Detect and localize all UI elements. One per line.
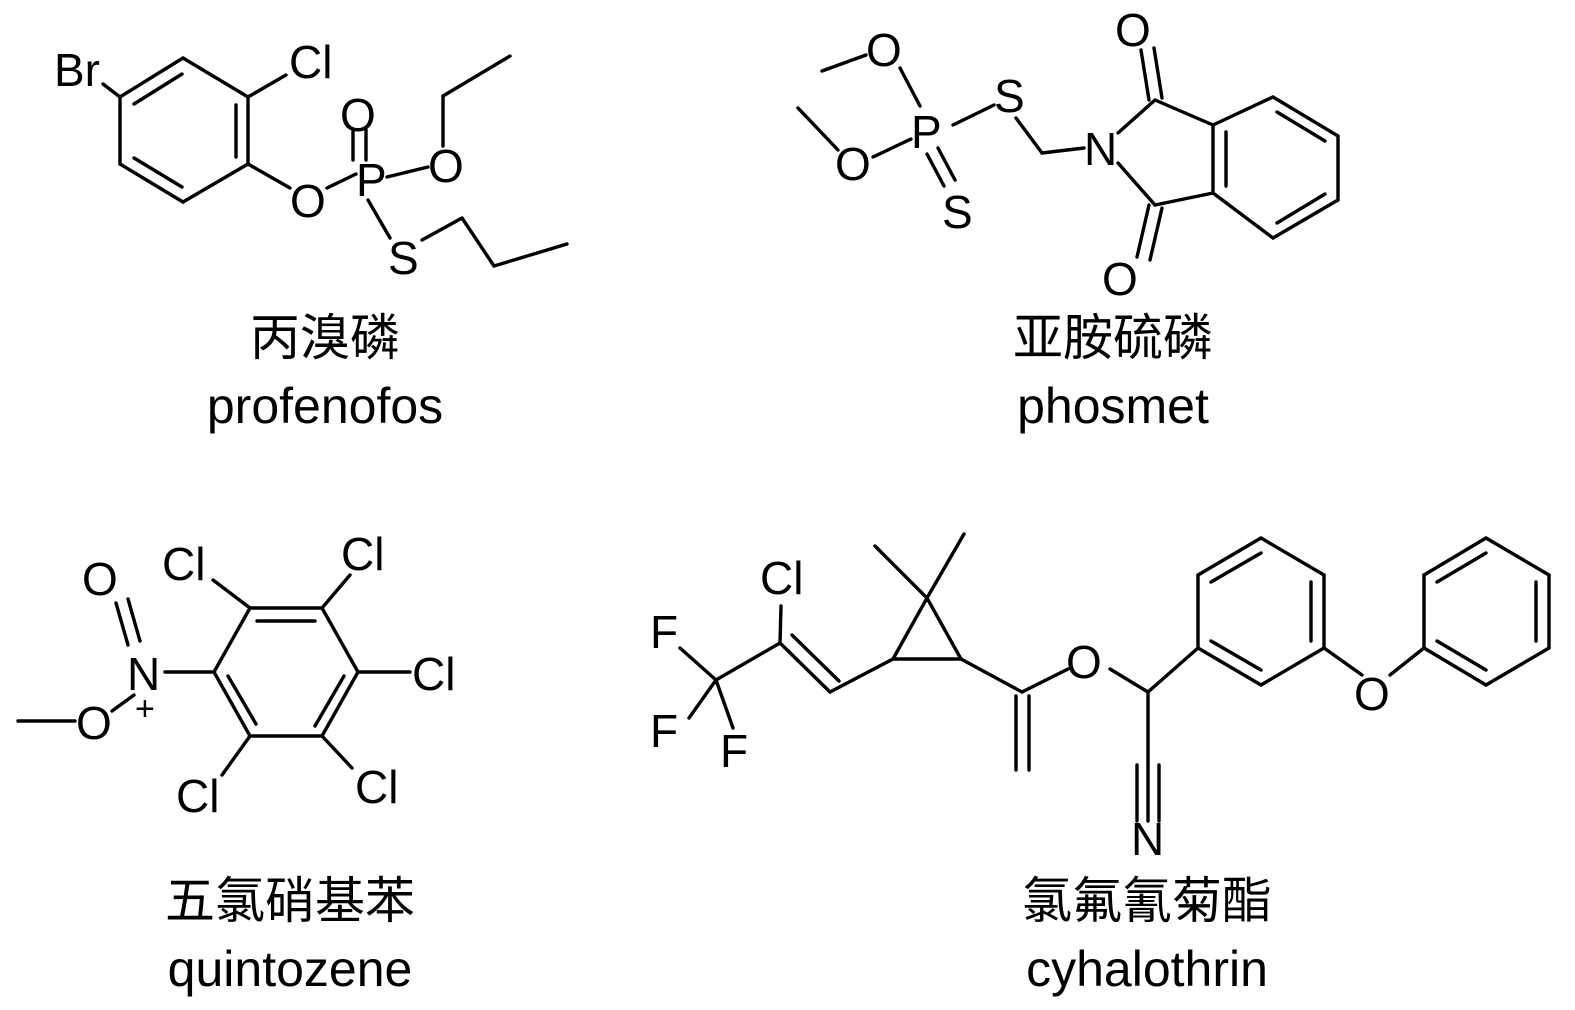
profenofos-bonds bbox=[101, 54, 569, 268]
phosmet-s-thione-label: S bbox=[942, 186, 973, 238]
profenofos-english-name: profenofos bbox=[207, 378, 443, 434]
phosmet-english-name: phosmet bbox=[1017, 378, 1209, 434]
phosmet-structure: O O P S S N O O 亚胺硫磷 phosmet bbox=[796, 4, 1340, 434]
profenofos-p-label: P bbox=[356, 154, 387, 206]
phosmet-n-label: N bbox=[1084, 123, 1117, 175]
profenofos-chinese-name: 丙溴磷 bbox=[250, 309, 400, 367]
phosmet-o-methoxy2-label: O bbox=[835, 138, 871, 190]
cyhalothrin-f1-label: F bbox=[650, 606, 678, 658]
quintozene-o-nitro-label: O bbox=[82, 553, 118, 605]
quintozene-bonds bbox=[16, 573, 412, 777]
profenofos-o-ethoxy-label: O bbox=[428, 140, 464, 192]
phosmet-chinese-name: 亚胺硫磷 bbox=[1013, 309, 1213, 367]
cyhalothrin-chinese-name: 氯氟氰菊酯 bbox=[1022, 872, 1272, 930]
phosmet-s-thioate-label: S bbox=[994, 70, 1025, 122]
cyhalothrin-o-ether-label: O bbox=[1354, 668, 1390, 720]
cyhalothrin-f3-label: F bbox=[720, 725, 748, 777]
phosmet-o-carbonyl2-label: O bbox=[1102, 253, 1138, 305]
profenofos-cl-label: Cl bbox=[289, 36, 332, 88]
profenofos-o-ester-label: O bbox=[290, 175, 326, 227]
cyhalothrin-cl-label: Cl bbox=[760, 552, 803, 604]
quintozene-cl2-label: Cl bbox=[341, 528, 384, 580]
cyhalothrin-n-nitrile-label: N bbox=[1131, 813, 1164, 865]
cyhalothrin-english-name: cyhalothrin bbox=[1026, 941, 1268, 997]
quintozene-n-charge-label: + bbox=[135, 690, 155, 728]
phosmet-p-label: P bbox=[911, 106, 942, 158]
quintozene-o-minus-label: O bbox=[76, 697, 112, 749]
phosmet-o-methoxy1-label: O bbox=[866, 24, 902, 76]
profenofos-s-label: S bbox=[388, 232, 419, 284]
profenofos-o-double-label: O bbox=[340, 89, 376, 141]
quintozene-english-name: quintozene bbox=[168, 941, 413, 997]
quintozene-chinese-name: 五氯硝基苯 bbox=[165, 872, 415, 930]
quintozene-cl5-label: Cl bbox=[176, 770, 219, 822]
cyhalothrin-o-ester-label: O bbox=[1066, 636, 1102, 688]
cyhalothrin-f2-label: F bbox=[650, 705, 678, 757]
quintozene-cl4-label: Cl bbox=[355, 761, 398, 813]
quintozene-n-label: N bbox=[127, 648, 160, 700]
quintozene-structure: O N + O Cl Cl Cl Cl Cl 五氯硝基苯 quintozene bbox=[16, 528, 455, 997]
cyhalothrin-structure: Cl F F F O N O 氯氟氰菊酯 cyhalothrin bbox=[650, 532, 1551, 997]
profenofos-structure: Br Cl O P O O S 丙溴磷 profenofos bbox=[54, 36, 569, 434]
quintozene-cl1-label: Cl bbox=[162, 538, 205, 590]
quintozene-cl3-label: Cl bbox=[412, 648, 455, 700]
cyhalothrin-bonds bbox=[678, 532, 1551, 823]
profenofos-br-label: Br bbox=[54, 44, 100, 96]
phosmet-bonds bbox=[796, 46, 1340, 262]
phosmet-o-carbonyl1-label: O bbox=[1115, 4, 1151, 56]
